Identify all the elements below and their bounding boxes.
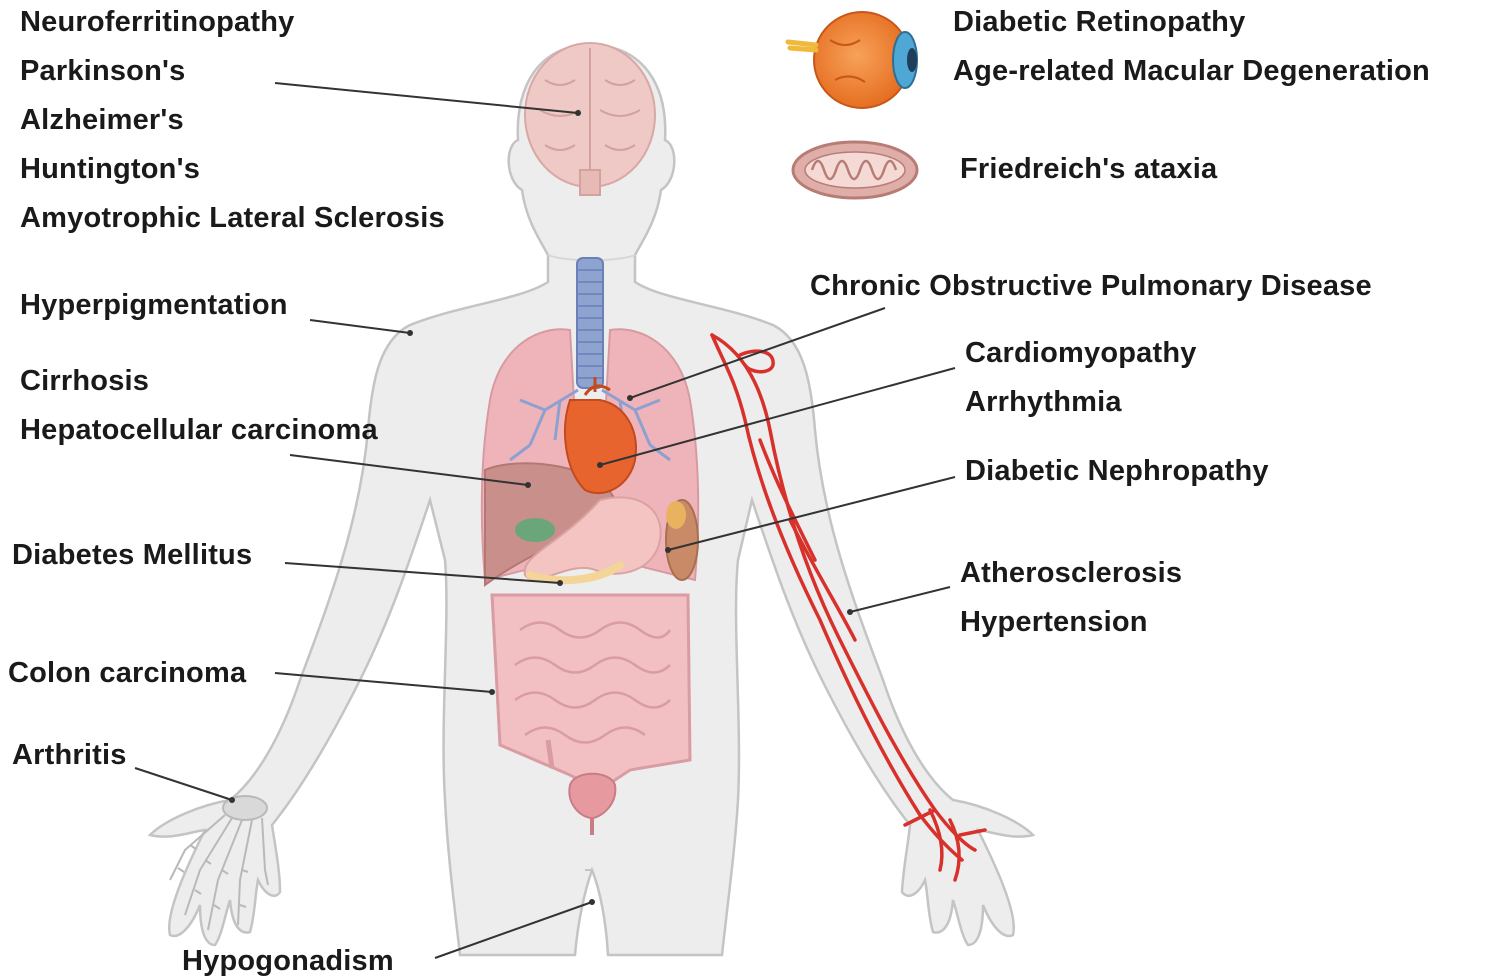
label-huntingtons: Huntington's	[20, 151, 200, 187]
label-hepatocellular-carcinoma: Hepatocellular carcinoma	[20, 412, 378, 448]
label-amd: Age-related Macular Degeneration	[953, 53, 1430, 89]
label-diabetic-retinopathy: Diabetic Retinopathy	[953, 4, 1245, 40]
label-arrhythmia: Arrhythmia	[965, 384, 1122, 420]
label-arthritis: Arthritis	[12, 737, 127, 773]
trachea-organ	[577, 258, 603, 388]
label-cardiomyopathy: Cardiomyopathy	[965, 335, 1197, 371]
label-friedreichs-ataxia: Friedreich's ataxia	[960, 151, 1217, 187]
label-atherosclerosis: Atherosclerosis	[960, 555, 1182, 591]
label-copd: Chronic Obstructive Pulmonary Disease	[810, 268, 1372, 304]
label-neuroferritinopathy: Neuroferritinopathy	[20, 4, 295, 40]
leader-joints	[135, 768, 232, 800]
label-parkinsons: Parkinson's	[20, 53, 185, 89]
eye-icon	[788, 12, 917, 108]
label-hyperpigmentation: Hyperpigmentation	[20, 287, 288, 323]
label-colon-carcinoma: Colon carcinoma	[8, 655, 246, 691]
leader-skin	[310, 320, 410, 333]
label-alzheimers: Alzheimer's	[20, 102, 184, 138]
leader-vessels	[850, 587, 950, 612]
label-als: Amyotrophic Lateral Sclerosis	[20, 200, 445, 236]
label-diabetes-mellitus: Diabetes Mellitus	[12, 537, 252, 573]
label-hypogonadism: Hypogonadism	[182, 943, 394, 979]
label-diabetic-nephropathy: Diabetic Nephropathy	[965, 453, 1269, 489]
mitochondrion-icon	[793, 142, 917, 198]
label-hypertension: Hypertension	[960, 604, 1148, 640]
label-cirrhosis: Cirrhosis	[20, 363, 149, 399]
